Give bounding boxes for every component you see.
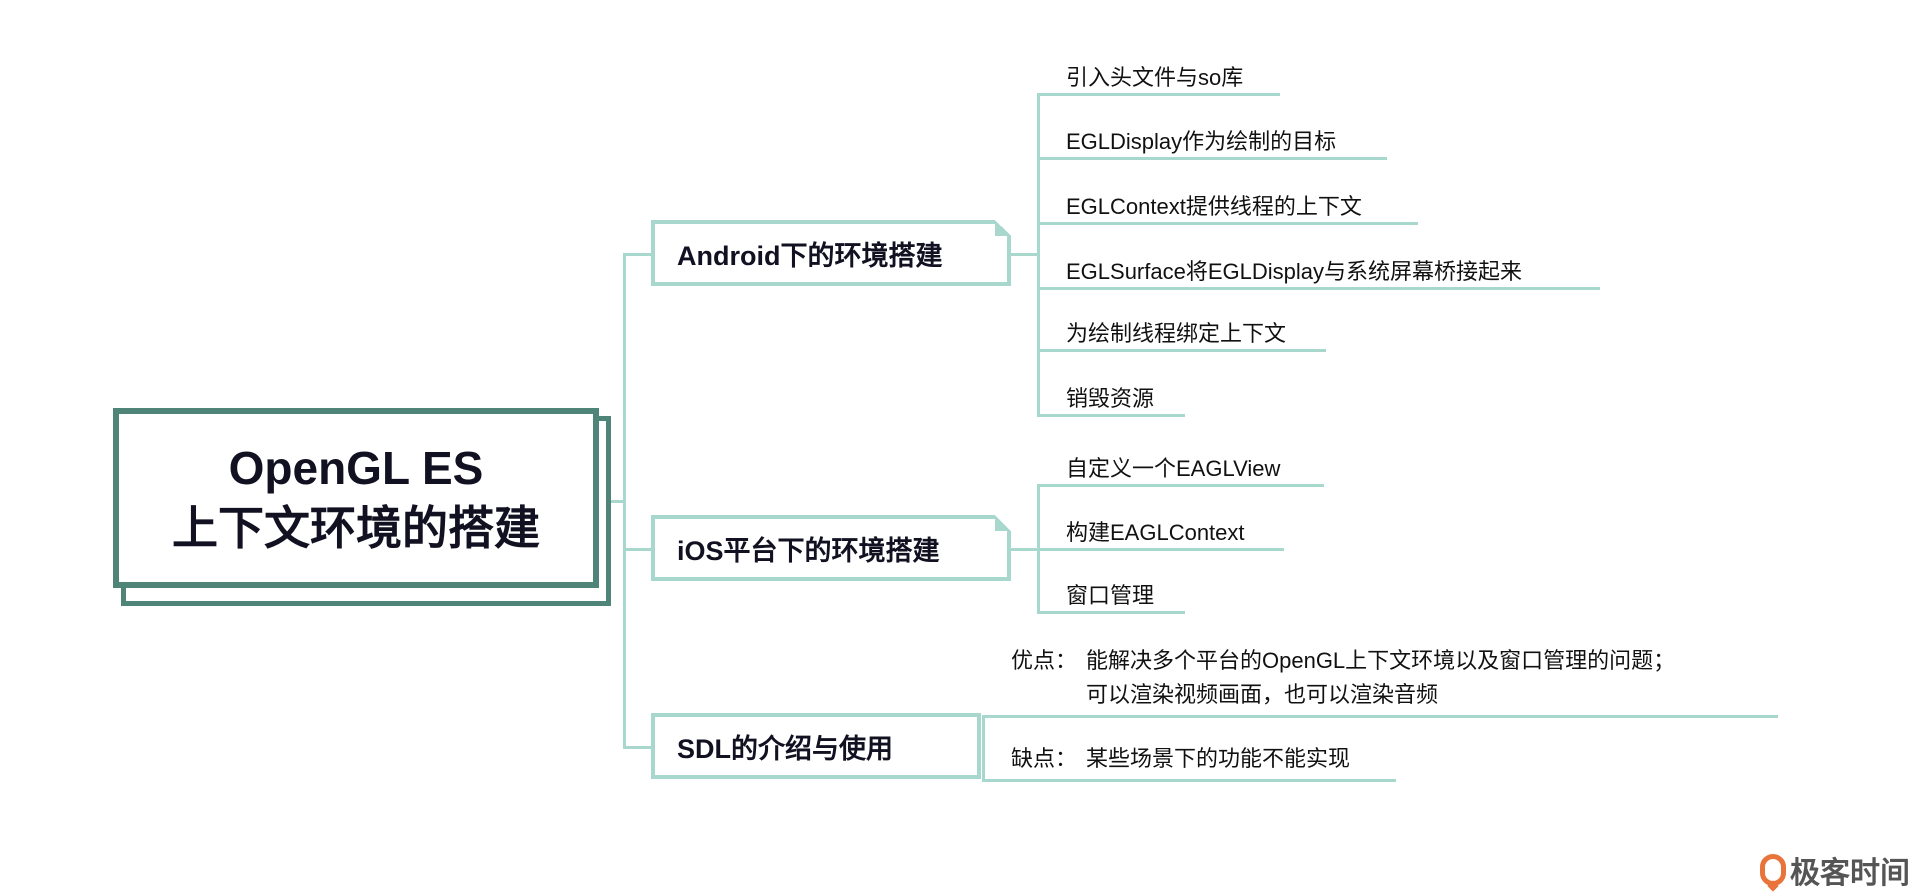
leaf-underline [1037, 157, 1387, 160]
leaf-underline [1037, 548, 1284, 551]
leaf-underline [1037, 222, 1418, 225]
root-title-line2: 上下文环境的搭建 [172, 502, 540, 554]
leaf-item[interactable]: 窗口管理 [1066, 583, 1155, 608]
cons-text[interactable]: 某些场景下的功能不能实现 [1086, 746, 1351, 771]
trunk-line [623, 253, 626, 749]
pros-label: 优点： [1011, 648, 1078, 673]
branch-ios[interactable]: iOS平台下的环境搭建 [651, 515, 1011, 581]
branch-android[interactable]: Android下的环境搭建 [651, 220, 1011, 286]
geektime-logo-icon [1760, 854, 1786, 886]
note-fold-icon [995, 515, 1011, 531]
cons-label: 缺点： [1011, 746, 1078, 771]
branch-sdl[interactable]: SDL的介绍与使用 [651, 713, 981, 779]
leaf-item[interactable]: EGLDisplay作为绘制的目标 [1066, 129, 1337, 154]
leaf-underline [1037, 414, 1185, 417]
trunk-to-ios [623, 548, 651, 551]
sdl-pros-line [982, 715, 1778, 718]
ios-connector [1011, 548, 1039, 551]
watermark-logo: 极客时间 [1760, 848, 1910, 892]
leaf-underline [1037, 93, 1280, 96]
pros-text-line1[interactable]: 能解决多个平台的OpenGL上下文环境以及窗口管理的问题； [1086, 648, 1676, 673]
branch-label: iOS平台下的环境搭建 [677, 535, 940, 566]
android-children-line [1037, 94, 1040, 416]
leaf-item[interactable]: 自定义一个EAGLView [1066, 456, 1281, 481]
pros-text-line2[interactable]: 可以渲染视频画面，也可以渲染音频 [1086, 682, 1439, 707]
leaf-item[interactable]: 引入头文件与so库 [1066, 65, 1244, 90]
sdl-children-line [982, 716, 985, 781]
trunk-to-android [623, 253, 651, 256]
root-connector [601, 500, 625, 503]
android-connector [1011, 253, 1039, 256]
root-node[interactable]: OpenGL ES 上下文环境的搭建 [113, 408, 599, 588]
sdl-cons-underline [982, 779, 1396, 782]
trunk-to-sdl [623, 746, 651, 749]
leaf-item[interactable]: 为绘制线程绑定上下文 [1066, 321, 1287, 346]
leaf-underline [1037, 611, 1185, 614]
leaf-item[interactable]: 销毁资源 [1066, 386, 1155, 411]
leaf-item[interactable]: 构建EAGLContext [1066, 520, 1245, 545]
leaf-underline [1037, 349, 1326, 352]
branch-label: Android下的环境搭建 [677, 240, 943, 271]
leaf-item[interactable]: EGLContext提供线程的上下文 [1066, 194, 1362, 219]
branch-label: SDL的介绍与使用 [677, 733, 893, 764]
watermark-text: 极客时间 [1790, 857, 1910, 890]
leaf-underline [1037, 484, 1324, 487]
leaf-underline [1037, 287, 1600, 290]
leaf-item[interactable]: EGLSurface将EGLDisplay与系统屏幕桥接起来 [1066, 259, 1522, 284]
note-fold-icon [995, 220, 1011, 236]
root-title-line1: OpenGL ES [228, 442, 484, 494]
